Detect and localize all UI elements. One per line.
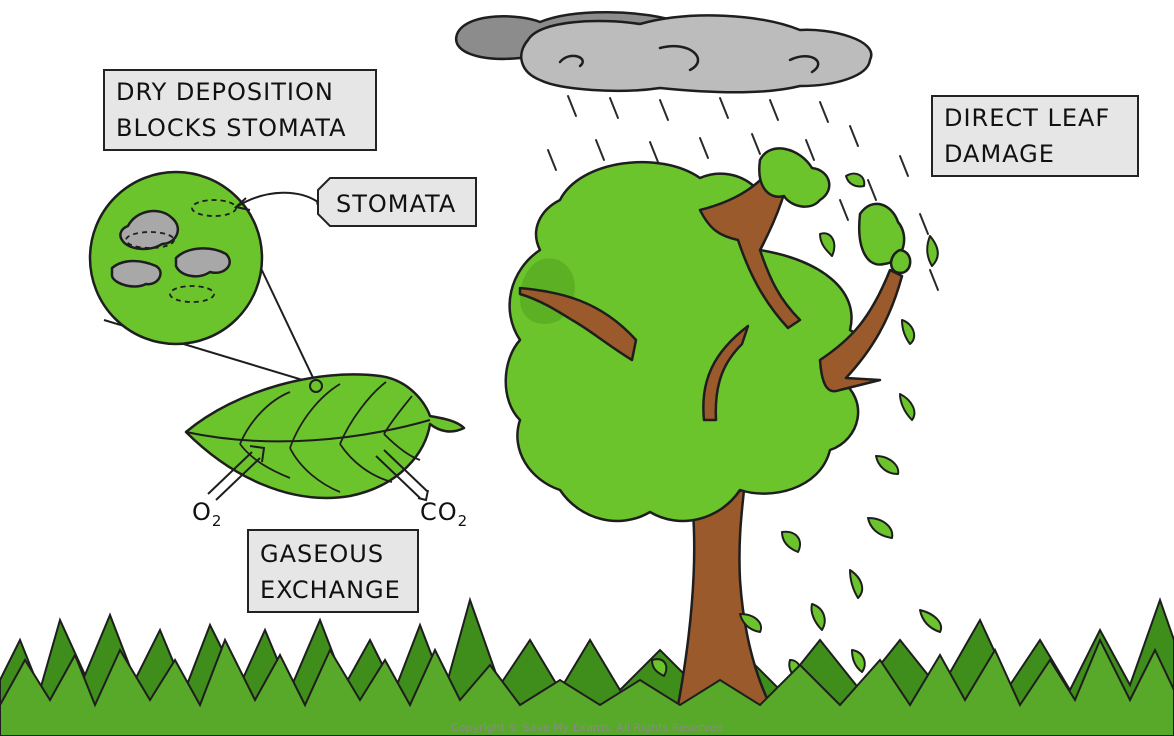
label-text: EXCHANGE: [260, 576, 401, 604]
label-text: STOMATA: [336, 190, 456, 218]
falling-leaf: [820, 233, 834, 256]
raindrop: [596, 140, 604, 160]
deposit-particle: [176, 248, 230, 276]
falling-leaf: [927, 236, 938, 266]
falling-leaf: [920, 610, 941, 632]
raindrop: [820, 102, 828, 122]
falling-leaf: [850, 570, 862, 598]
raindrop: [752, 134, 760, 154]
raindrop: [610, 98, 618, 118]
raindrop: [930, 270, 938, 290]
leaf-blade: [186, 374, 464, 498]
copyright-notice: Copyright © Save My Exams. All Rights Re…: [451, 721, 723, 734]
falling-leaf: [782, 532, 800, 552]
label-text: DRY DEPOSITION: [116, 78, 334, 106]
raindrop: [868, 180, 876, 200]
label-text: GASEOUS: [260, 540, 384, 568]
raindrop: [920, 214, 928, 234]
raindrop: [650, 142, 658, 162]
deposit-particle: [112, 261, 161, 286]
cloud: [456, 12, 871, 92]
falling-leaf: [902, 320, 914, 344]
raindrop: [548, 150, 556, 170]
tree-canopy: [506, 162, 861, 521]
stoma-marker: [310, 380, 322, 392]
co2-label: CO2: [420, 498, 468, 530]
falling-leaf: [900, 394, 914, 420]
stomata-pointer: [238, 193, 318, 206]
label-direct-leaf-damage: DIRECT LEAF DAMAGE: [932, 96, 1138, 176]
small-leaf-cluster: [891, 250, 910, 273]
label-stomata: STOMATA: [318, 178, 476, 226]
raindrop: [770, 100, 778, 120]
falling-leaf: [811, 604, 824, 630]
raindrop: [806, 140, 814, 160]
co2-symbol: CO: [420, 498, 458, 526]
raindrop: [850, 126, 858, 146]
oxygen-symbol: O: [192, 498, 212, 526]
raindrop: [660, 100, 668, 120]
raindrop: [840, 200, 848, 220]
label-text: DAMAGE: [944, 140, 1055, 168]
tree: [506, 148, 910, 736]
stomata-zoom: [90, 172, 323, 384]
co2-subscript: 2: [458, 512, 469, 530]
raindrop: [700, 138, 708, 158]
leaf: [186, 374, 464, 498]
falling-leaf: [876, 456, 898, 474]
zoom-line-upper: [258, 262, 316, 384]
raindrop: [720, 98, 728, 118]
oxygen-label: O2: [192, 498, 222, 530]
label-text: BLOCKS STOMATA: [116, 114, 347, 142]
label-text: DIRECT LEAF: [944, 104, 1110, 132]
label-dry-deposition: DRY DEPOSITION BLOCKS STOMATA: [104, 70, 376, 150]
raindrop: [900, 156, 908, 176]
falling-leaf: [868, 518, 892, 538]
falling-leaf: [846, 174, 864, 187]
falling-leaf: [852, 650, 865, 672]
label-gaseous-exchange: GASEOUS EXCHANGE: [248, 530, 418, 612]
oxygen-subscript: 2: [212, 512, 223, 530]
raindrop: [568, 96, 576, 116]
